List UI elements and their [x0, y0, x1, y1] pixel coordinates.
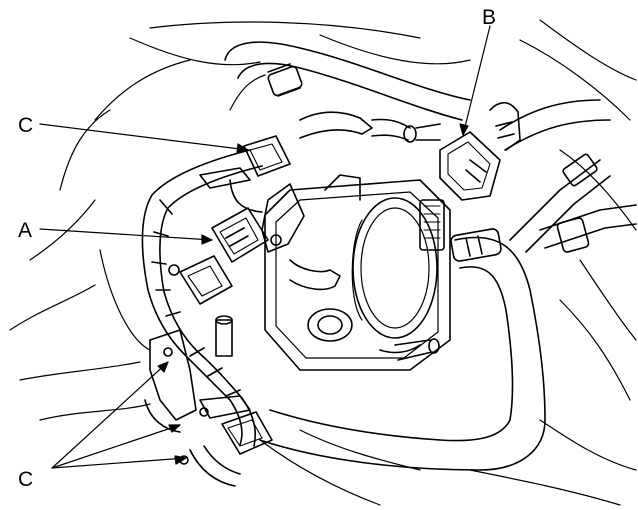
leader-c-bottom-1	[51, 361, 169, 469]
bottom-bracket	[144, 329, 273, 487]
arrowhead-c-bottom-1	[157, 361, 169, 373]
right-pipes	[499, 99, 637, 253]
engine-bay-contours	[9, 19, 637, 506]
connector-c-top	[243, 135, 291, 177]
callout-b: B	[482, 6, 496, 29]
leader-c-bottom-3	[51, 457, 187, 469]
intake-hose	[259, 228, 546, 471]
leader-c-bottom-2	[51, 424, 181, 469]
arrowhead-c-bottom-3	[174, 455, 187, 465]
callout-labels: C A B C	[18, 6, 496, 491]
leader-c-top	[39, 123, 249, 151]
arrowhead-c-top	[236, 143, 249, 154]
arrowhead-c-bottom-2	[168, 424, 181, 433]
lower-connector-block	[168, 255, 233, 357]
connector-b	[439, 101, 521, 201]
connector-a	[211, 183, 305, 263]
leader-a	[39, 228, 213, 241]
callout-c-bottom: C	[18, 468, 33, 491]
callout-a: A	[18, 219, 32, 242]
arrowhead-a	[201, 234, 213, 245]
throttle-body	[264, 174, 451, 371]
upper-hose	[224, 41, 471, 143]
callout-c-top: C	[18, 114, 33, 137]
arrowhead-b	[459, 123, 469, 136]
leader-lines	[39, 25, 491, 469]
leader-b	[462, 25, 491, 136]
